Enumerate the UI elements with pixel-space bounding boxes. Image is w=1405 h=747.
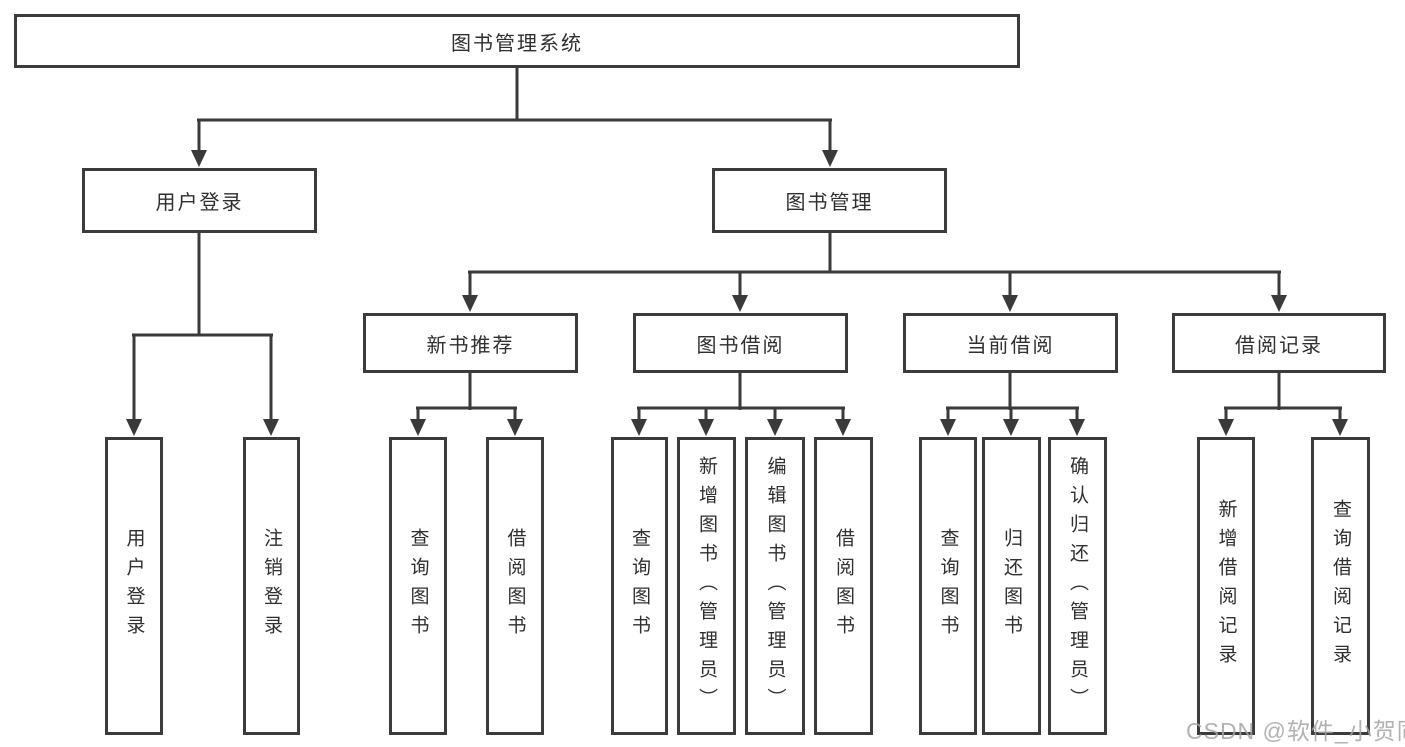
node-new-book-recommend: 新书推荐 [363, 313, 578, 373]
leaf-newbooks-query-books-label: 查询图书 [407, 528, 429, 644]
node-book-borrowing: 图书借阅 [633, 313, 848, 373]
leaf-current-query-books: 查询图书 [919, 437, 977, 735]
csdn-watermark: CSDN @软件_小贺同学 [1186, 718, 1405, 744]
leaf-newbooks-borrow-books-label: 借阅图书 [504, 528, 526, 644]
node-book-management: 图书管理 [712, 168, 947, 233]
node-book-management-label: 图书管理 [785, 192, 874, 214]
node-current-borrow: 当前借阅 [903, 313, 1118, 373]
node-borrow-records: 借阅记录 [1172, 313, 1386, 373]
leaf-current-confirm-return-admin-label: 确认归还（管理员） [1067, 455, 1088, 717]
node-user-login-label: 用户登录 [155, 192, 244, 214]
leaf-borrowing-add-books-admin: 新增图书（管理员） [677, 437, 736, 735]
leaf-user-login-label: 用户登录 [123, 528, 145, 644]
leaf-borrowing-query-books: 查询图书 [611, 437, 668, 735]
leaf-borrowing-borrow-books: 借阅图书 [814, 437, 873, 735]
leaf-borrowing-edit-books-admin-label: 编辑图书（管理员） [764, 455, 786, 717]
leaf-current-query-books-label: 查询图书 [937, 528, 959, 644]
leaf-user-login: 用户登录 [105, 437, 163, 735]
leaf-current-confirm-return-admin: 确认归还（管理员） [1048, 437, 1107, 735]
connector-newbooks-to-leaves [410, 373, 523, 436]
node-current-borrow-label: 当前借阅 [966, 334, 1055, 357]
leaf-records-query-record: 查询借阅记录 [1311, 437, 1370, 735]
leaf-current-return-books: 归还图书 [982, 437, 1041, 735]
leaf-logout-label: 注销登录 [261, 528, 282, 644]
leaf-borrowing-add-books-admin-label: 新增图书（管理员） [696, 455, 717, 717]
leaf-newbooks-borrow-books: 借阅图书 [486, 437, 544, 735]
connector-userlogin-to-leaves [126, 233, 279, 436]
leaf-borrowing-query-books-label: 查询图书 [629, 528, 650, 644]
node-user-login: 用户登录 [82, 168, 317, 233]
node-root-label: 图书管理系统 [451, 32, 583, 55]
node-book-borrowing-label: 图书借阅 [696, 334, 785, 357]
node-root: 图书管理系统 [14, 14, 1020, 68]
connector-records-to-leaves [1218, 373, 1348, 436]
leaf-records-query-record-label: 查询借阅记录 [1330, 499, 1351, 673]
leaf-logout: 注销登录 [243, 437, 300, 735]
connector-root-to-level2 [191, 68, 838, 167]
connector-borrowing-to-leaves [631, 373, 851, 436]
node-borrow-records-label: 借阅记录 [1235, 334, 1323, 357]
connector-bookmgmt-to-level3 [462, 233, 1287, 312]
node-new-book-recommend-label: 新书推荐 [426, 334, 515, 357]
connector-current-to-leaves [940, 373, 1085, 436]
leaf-newbooks-query-books: 查询图书 [389, 437, 447, 735]
leaf-borrowing-edit-books-admin: 编辑图书（管理员） [745, 437, 805, 735]
leaf-records-add-record: 新增借阅记录 [1197, 437, 1255, 735]
leaf-borrowing-borrow-books-label: 借阅图书 [833, 528, 854, 644]
leaf-current-return-books-label: 归还图书 [1001, 528, 1022, 644]
leaf-records-add-record-label: 新增借阅记录 [1215, 499, 1237, 673]
